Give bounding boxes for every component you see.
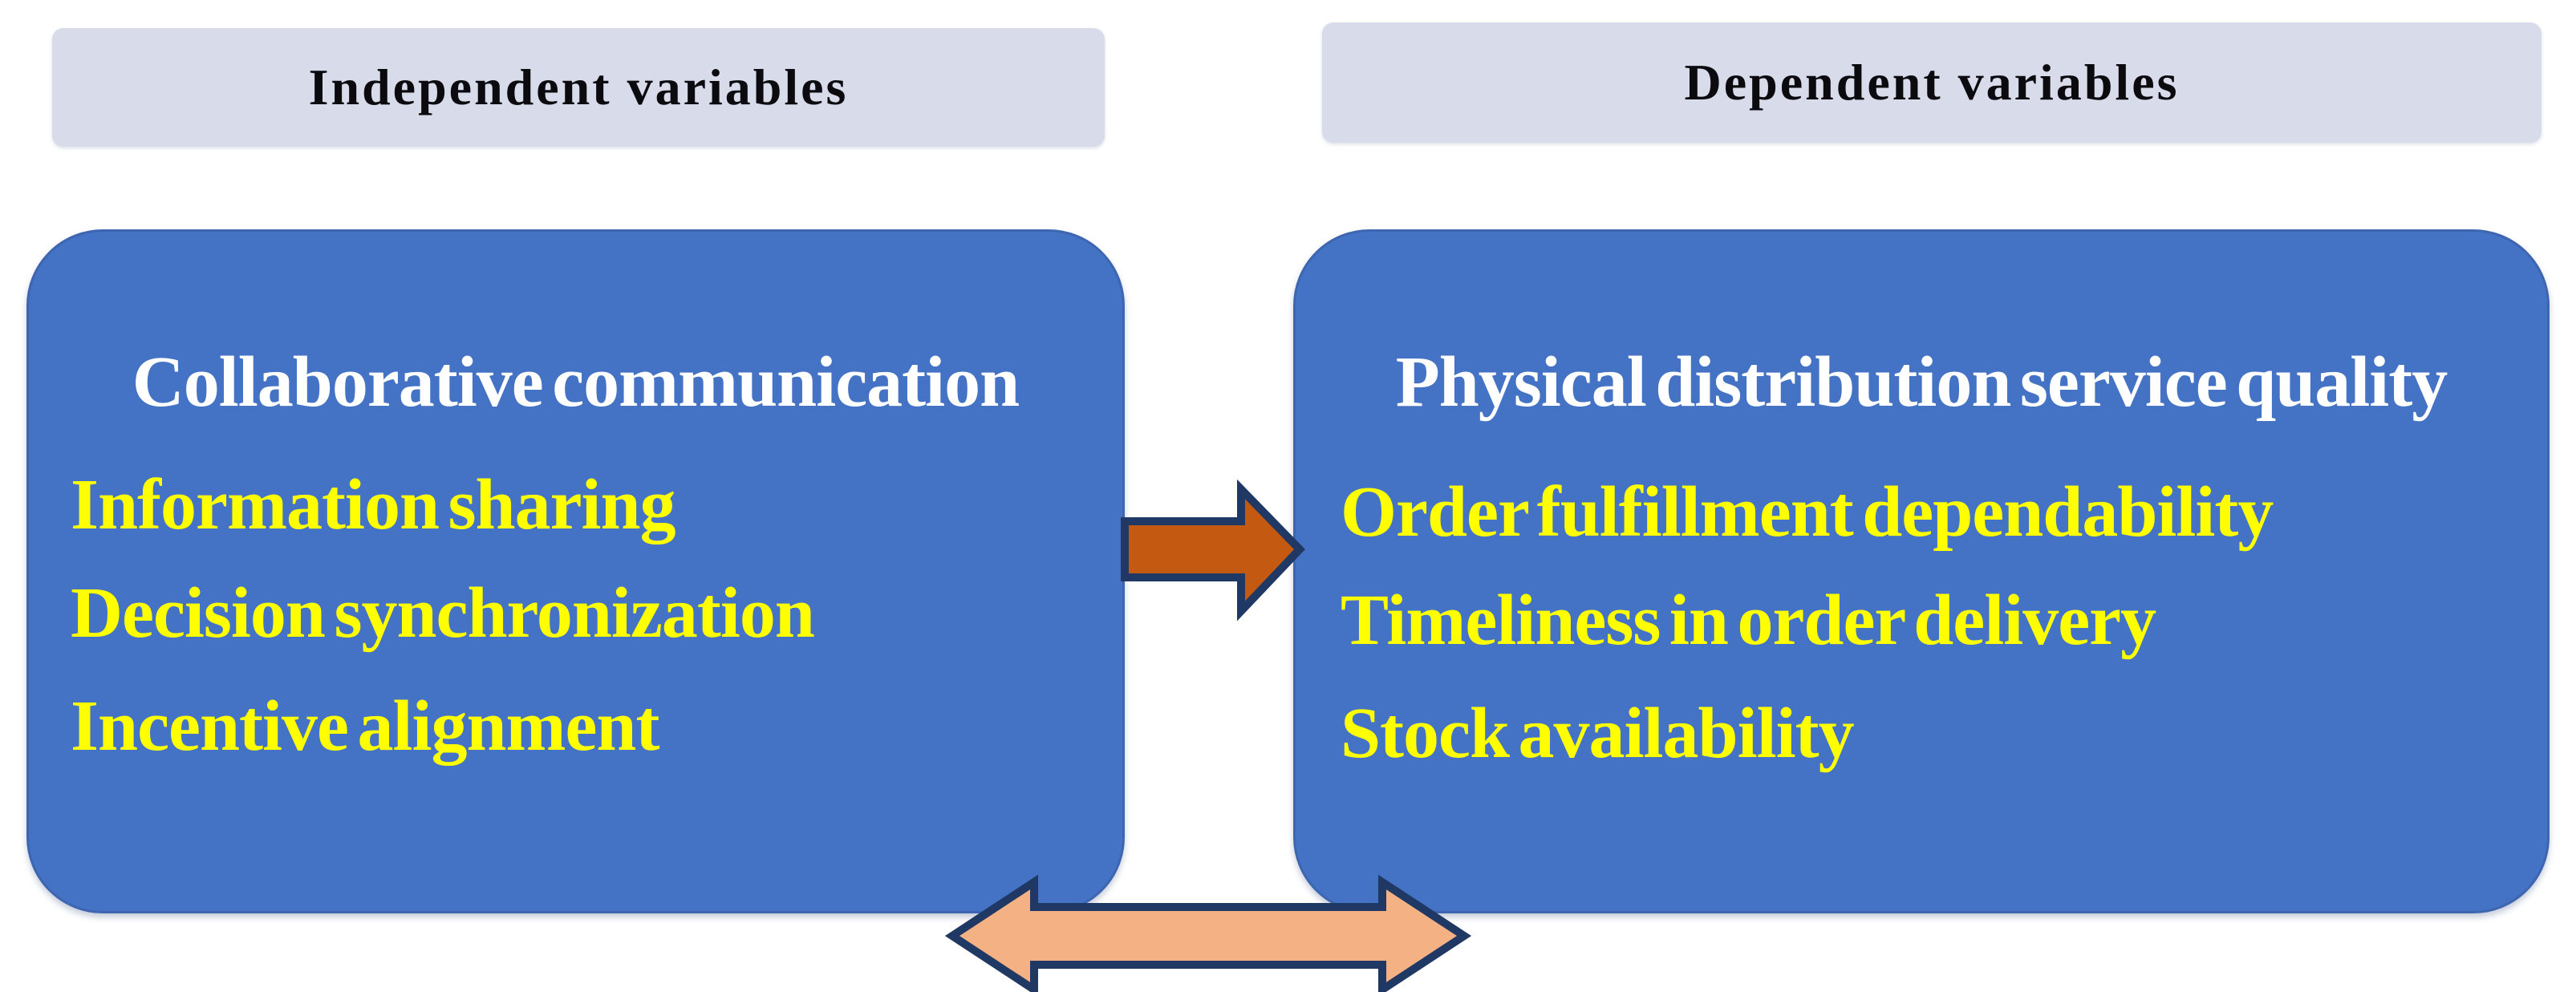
double-headed-arrow-icon (944, 874, 1472, 992)
double-headed-arrow-shape (944, 874, 1472, 992)
right-arrow-icon (1121, 479, 1305, 622)
list-item: Incentive alignment (71, 686, 659, 766)
panel-title: Physical distribution service quality (1395, 342, 2448, 422)
independent-variables-panel: Collaborative communication Information … (26, 229, 1125, 913)
independent-variables-label: Independent variables (308, 59, 849, 115)
list-item: Information sharing (71, 465, 676, 545)
dependent-variables-label: Dependent variables (1684, 54, 2180, 111)
right-arrow-shape (1121, 479, 1305, 622)
panel-title: Collaborative communication (132, 342, 1020, 422)
dependent-variables-header: Dependent variables (1322, 22, 2542, 143)
independent-variables-header: Independent variables (52, 28, 1105, 147)
list-item: Order fulfillment dependability (1341, 472, 2274, 552)
list-item: Stock availability (1341, 694, 1855, 773)
list-item: Timeliness in order delivery (1341, 581, 2156, 660)
dependent-variables-panel: Physical distribution service quality Or… (1293, 229, 2550, 913)
list-item: Decision synchronization (71, 573, 815, 653)
